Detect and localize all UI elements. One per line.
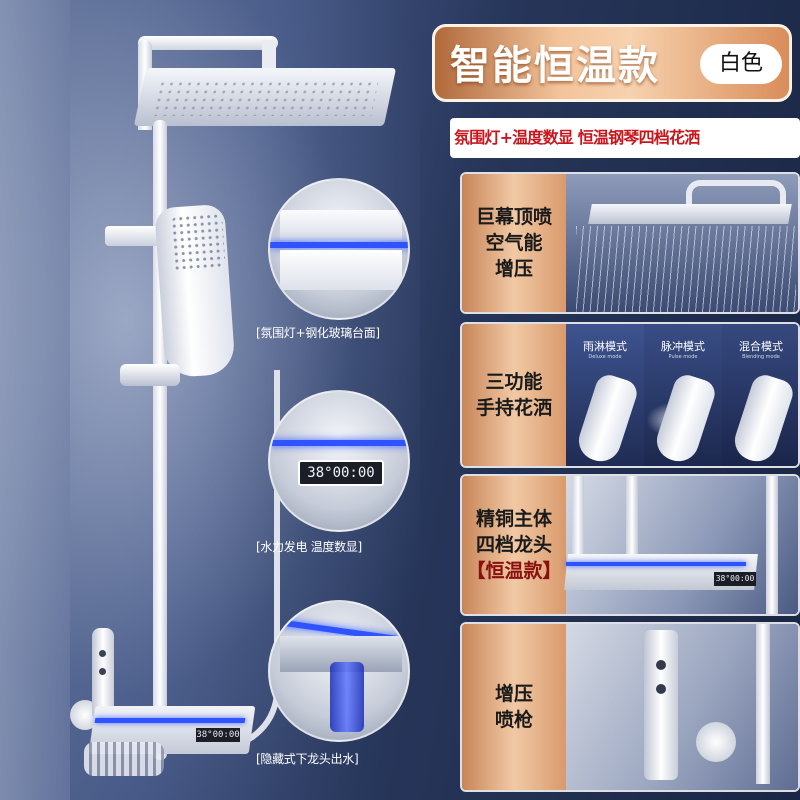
ambient-light-band: [94, 718, 246, 723]
zoom-caption: [氛围灯+钢化玻璃台面]: [256, 326, 380, 340]
rain-shower-head: [588, 204, 792, 224]
panel-label: 巨幕顶喷 空气能 增压: [462, 174, 566, 312]
panel-label: 精铜主体 四档龙头 【恒温款】: [462, 476, 566, 614]
ambient-light-band: [566, 562, 746, 566]
ambient-light-band: [270, 242, 408, 248]
ambient-light-band: [270, 440, 408, 446]
mode-subtitle: Pulse mode: [668, 354, 698, 360]
handheld-nozzles: [170, 212, 226, 274]
spray-gun-button: [656, 684, 666, 694]
panel-label-line: 手持花洒: [475, 397, 552, 419]
panel-label-line: 三功能: [485, 371, 543, 393]
mode-title: 混合模式: [739, 340, 783, 353]
panel-label: 增压 喷枪: [462, 624, 566, 790]
wall-mount: [696, 722, 736, 762]
spray-gun-button: [99, 668, 106, 675]
zoom-caption: [隐藏式下龙头出水]: [256, 752, 359, 766]
feature-strip: 氛围灯+温度数显 恒温钢琴四档花洒: [450, 118, 800, 158]
feature-panel-rain-shower: 巨幕顶喷 空气能 增压: [460, 172, 800, 314]
spray-gun-button: [99, 650, 106, 657]
rain-shower-photo: [566, 174, 798, 312]
shower-arm: [686, 180, 786, 204]
spray-mode-rain: 雨淋模式 Deluxe mode: [566, 324, 644, 466]
panel-label: 三功能 手持花洒: [462, 324, 566, 466]
feature-panel-spray-gun: 增压 喷枪: [460, 622, 800, 792]
arm-drop: [262, 40, 276, 70]
spring-hose: [84, 742, 164, 776]
zoom-detail-ambient-light: [268, 178, 410, 320]
mode-title: 脉冲模式: [661, 340, 705, 353]
temperature-display: 38°00:00: [298, 460, 384, 486]
spray-gun-button: [656, 660, 666, 670]
zoom-caption: [水力发电 温度数显]: [256, 540, 362, 554]
panel-label-line: 巨幕顶喷: [475, 206, 552, 228]
faucet-console-photo: 38°00:00: [564, 476, 798, 614]
water-spray: [576, 226, 796, 312]
panel-label-line: 四档龙头: [475, 534, 552, 556]
handheld-shower: [651, 371, 719, 466]
console-plate: [280, 210, 402, 240]
feature-panel-handheld: 三功能 手持花洒 雨淋模式 Deluxe mode 脉冲模式 Pulse mod…: [460, 322, 800, 468]
water-outlet: [330, 662, 364, 732]
mode-title: 雨淋模式: [583, 340, 627, 353]
zoom-detail-display: 38°00:00: [268, 390, 410, 532]
spray-gun-photo: [566, 624, 798, 790]
panel-label-line: 增压: [494, 683, 533, 705]
handheld-shower: [573, 371, 641, 466]
zoom-detail-hidden-faucet: [268, 600, 410, 742]
riser-pipe: [766, 476, 778, 614]
slide-bracket: [120, 364, 180, 386]
temperature-display: 38°00:00: [714, 572, 756, 586]
feature-panel-faucet: 精铜主体 四档龙头 【恒温款】 38°00:00: [460, 474, 800, 616]
mode-subtitle: Blending mode: [742, 354, 780, 360]
panel-label-line: 喷枪: [494, 709, 533, 731]
piano-keys: [280, 250, 402, 290]
spray-gun: [572, 476, 584, 556]
panel-label-line: 空气能: [485, 232, 543, 254]
spray-modes-photo: 雨淋模式 Deluxe mode 脉冲模式 Pulse mode 混合模式 Bl…: [566, 324, 798, 466]
shower-head-nozzles: [151, 80, 379, 116]
product-title: 智能恒温款: [450, 43, 660, 89]
spray-gun: [644, 630, 678, 780]
wall-edge: [0, 0, 70, 800]
riser-pipe: [756, 624, 770, 784]
overhead-arm: [138, 36, 278, 50]
riser-pipe: [626, 476, 638, 556]
temperature-display: 38°00:00: [196, 728, 240, 742]
handheld-shower: [729, 371, 797, 466]
panel-label-line: 增压: [494, 258, 533, 280]
handheld-holder: [105, 226, 165, 246]
panel-label-line: 精铜主体: [475, 508, 552, 530]
shower-hose: [170, 370, 280, 750]
panel-label-line: 【恒温款】: [466, 560, 562, 582]
mode-subtitle: Deluxe mode: [588, 354, 622, 360]
spray-mode-blend: 混合模式 Blending mode: [722, 324, 798, 466]
spray-mode-pulse: 脉冲模式 Pulse mode: [644, 324, 722, 466]
color-badge: 白色: [700, 44, 782, 84]
